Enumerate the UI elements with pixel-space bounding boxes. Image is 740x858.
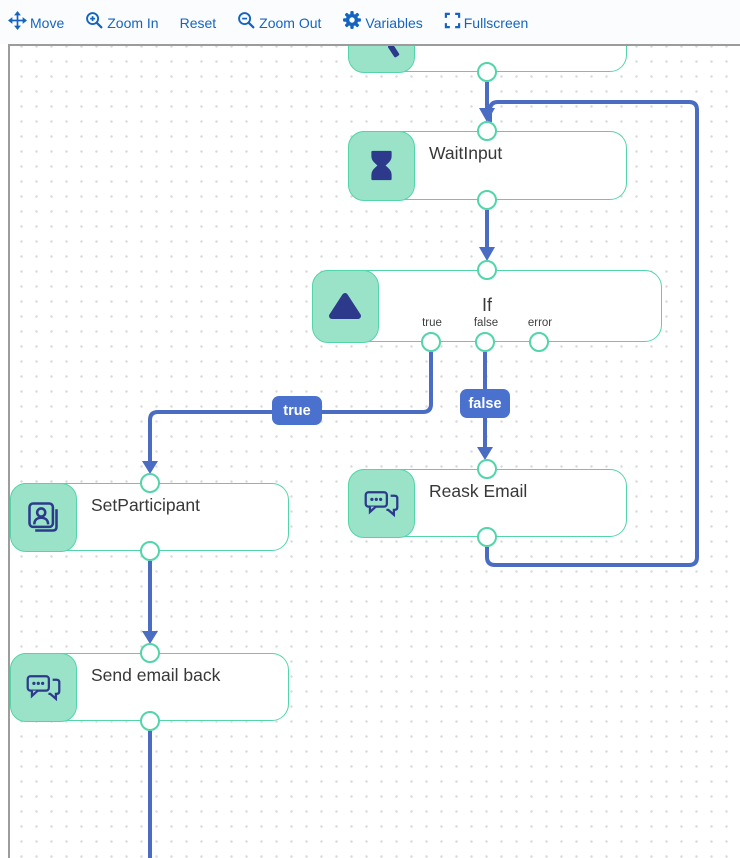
reset-label: Reset bbox=[179, 15, 217, 31]
port-label-error: error bbox=[527, 317, 553, 329]
zoom-out-label: Zoom Out bbox=[259, 15, 322, 31]
edge-reask-loopback-to-waitinput[interactable] bbox=[485, 100, 699, 567]
send-icon bbox=[347, 46, 415, 73]
fullscreen-icon bbox=[444, 12, 461, 29]
gear-icon bbox=[342, 10, 362, 30]
node-if[interactable]: If true false error bbox=[311, 269, 662, 343]
port-setparticipant-in[interactable] bbox=[140, 473, 160, 493]
node-title: If bbox=[481, 295, 492, 315]
arrowhead bbox=[479, 247, 495, 261]
variables-button[interactable]: Variables bbox=[342, 0, 423, 44]
port-waitinput-out[interactable] bbox=[477, 190, 497, 210]
fullscreen-button[interactable]: Fullscreen bbox=[444, 0, 529, 44]
contact-card-icon bbox=[10, 482, 77, 552]
fullscreen-label: Fullscreen bbox=[463, 15, 529, 31]
arrowhead bbox=[479, 108, 495, 122]
port-if-true[interactable] bbox=[421, 332, 441, 352]
port-send-out[interactable] bbox=[140, 711, 160, 731]
move-icon bbox=[8, 10, 27, 30]
hourglass-icon bbox=[347, 130, 415, 201]
chat-bubbles-icon bbox=[10, 652, 77, 722]
variables-label: Variables bbox=[365, 15, 423, 31]
port-reask-out[interactable] bbox=[477, 527, 497, 547]
port-partial-out[interactable] bbox=[477, 62, 497, 82]
node-title: Send email back bbox=[91, 665, 221, 685]
zoom-out-icon bbox=[237, 11, 256, 30]
port-label-true: true bbox=[422, 317, 442, 329]
port-send-in[interactable] bbox=[140, 643, 160, 663]
arrowhead bbox=[142, 461, 158, 474]
zoom-in-button[interactable]: Zoom In bbox=[85, 0, 159, 44]
flow-edges bbox=[140, 62, 699, 858]
node-title: WaitInput bbox=[429, 143, 503, 163]
toolbar: Move Zoom In Reset bbox=[0, 0, 740, 44]
node-title: Reask Email bbox=[429, 481, 528, 501]
reset-button[interactable]: Reset bbox=[180, 0, 217, 44]
node-title: SetParticipant bbox=[91, 495, 200, 515]
edge-label-false-pill[interactable]: false bbox=[460, 389, 510, 418]
arrowhead bbox=[477, 447, 493, 460]
edge-label-true-text: true bbox=[283, 402, 311, 419]
port-waitinput-in[interactable] bbox=[477, 121, 497, 141]
zoom-out-button[interactable]: Zoom Out bbox=[237, 0, 321, 44]
port-if-in[interactable] bbox=[477, 260, 497, 280]
canvas-grid: WaitInput If true false error bbox=[10, 46, 740, 858]
port-if-false[interactable] bbox=[475, 332, 495, 352]
condition-triangle-icon bbox=[311, 269, 379, 343]
zoom-in-label: Zoom In bbox=[107, 15, 159, 31]
move-button[interactable]: Move bbox=[8, 0, 64, 44]
port-reask-in[interactable] bbox=[477, 459, 497, 479]
port-if-error[interactable] bbox=[529, 332, 549, 352]
chat-bubbles-icon bbox=[347, 468, 415, 538]
arrowhead bbox=[142, 631, 158, 644]
move-label: Move bbox=[30, 15, 65, 31]
edge-label-true-pill[interactable]: true bbox=[272, 396, 322, 425]
port-setparticipant-out[interactable] bbox=[140, 541, 160, 561]
port-label-false: false bbox=[473, 317, 499, 329]
node-send-email-back[interactable]: Send email back bbox=[10, 652, 289, 722]
node-setparticipant[interactable]: SetParticipant bbox=[10, 482, 289, 552]
flow-canvas[interactable]: WaitInput If true false error bbox=[8, 44, 740, 858]
zoom-in-icon bbox=[85, 11, 104, 30]
edge-label-false-text: false bbox=[468, 395, 502, 412]
node-reask-email[interactable]: Reask Email bbox=[347, 468, 627, 538]
